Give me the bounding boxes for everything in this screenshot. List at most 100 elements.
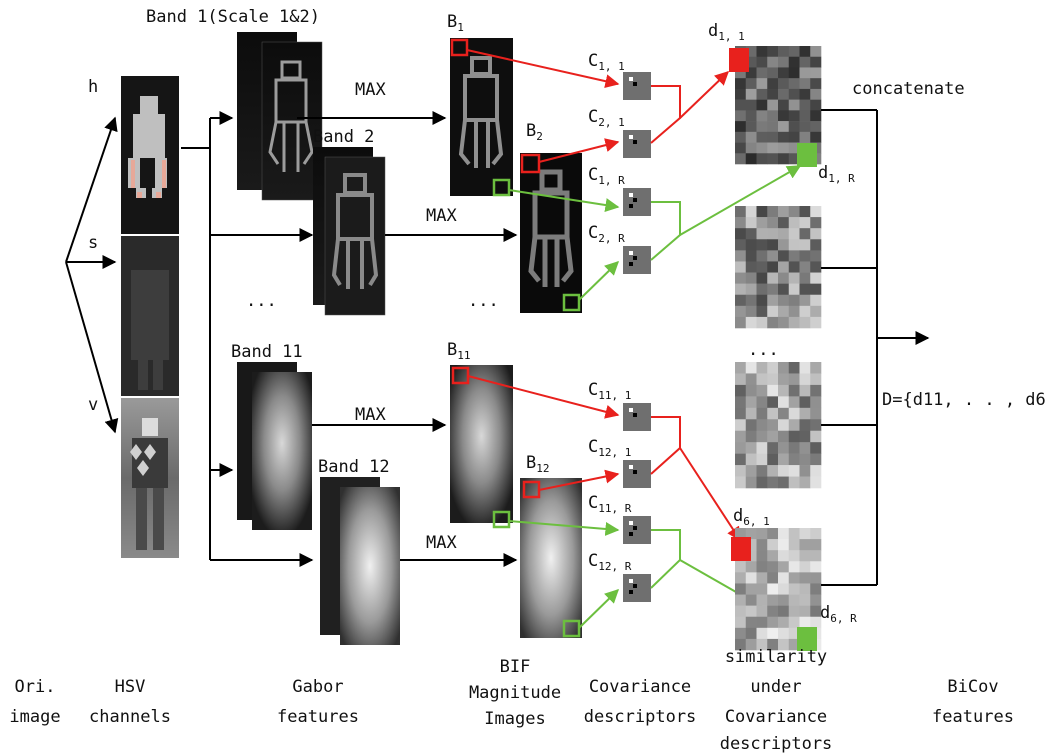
label-d61: d6, 1 — [733, 506, 770, 528]
matrix-cell — [767, 46, 779, 58]
bif-image-b1 — [450, 38, 513, 197]
matrix-cell — [756, 110, 768, 122]
band11-label: Band 11 — [231, 342, 303, 362]
matrix-cell — [799, 316, 811, 329]
matrix-cell — [767, 261, 779, 273]
matrix-cell — [788, 453, 800, 466]
matrix-cell — [745, 88, 757, 100]
matrix-cell — [767, 442, 779, 454]
matrix-cell — [778, 239, 790, 251]
label-c111: C11, 1 — [588, 380, 631, 402]
stage-hsv-1: HSV — [115, 677, 146, 697]
matrix-cell — [810, 373, 822, 386]
matrix-cell — [767, 594, 779, 606]
matrix-cell — [767, 206, 779, 218]
band12-label: Band 12 — [318, 457, 390, 477]
matrix-cell — [735, 153, 747, 165]
matrix-cell — [799, 407, 811, 420]
matrix-cell — [767, 294, 779, 307]
matrix-cell — [767, 627, 779, 640]
matrix-cell — [778, 442, 790, 454]
matrix-cell — [778, 56, 790, 68]
stage-cov-1: Covariance — [589, 677, 691, 697]
matrix-cell — [788, 78, 800, 90]
matrix-cell — [735, 131, 747, 143]
matrix-cell — [756, 528, 768, 540]
matrix-cell — [735, 384, 747, 397]
matrix-cell — [799, 110, 811, 122]
matrix-cell — [735, 572, 747, 584]
matrix-cell — [735, 627, 747, 640]
matrix-cell — [788, 294, 800, 307]
d1r-marker — [797, 143, 817, 167]
matrix-cell — [778, 67, 790, 79]
matrix-cell — [735, 250, 747, 262]
matrix-cell — [810, 528, 822, 540]
matrix-ellipsis: ... — [748, 340, 779, 360]
matrix-cell — [745, 550, 757, 562]
matrix-cell — [756, 121, 768, 133]
stage-bicov-2: features — [932, 707, 1014, 727]
matrix-cell — [756, 239, 768, 251]
matrix-cell — [735, 228, 747, 240]
matrix-cell — [778, 206, 790, 218]
matrix-cell — [788, 442, 800, 454]
matrix-cell — [778, 250, 790, 262]
matrix-cell — [735, 217, 747, 229]
matrix-cell — [745, 46, 757, 58]
matrix-cell — [799, 121, 811, 133]
matrix-cell — [778, 294, 790, 307]
matrix-cell — [799, 250, 811, 262]
matrix-cell — [745, 110, 757, 122]
matrix-cell — [735, 605, 747, 618]
cov-tiles — [623, 72, 651, 602]
matrix-cell — [756, 419, 768, 432]
matrix-cell — [788, 476, 800, 489]
matrix-cell — [778, 594, 790, 606]
cov-tile-c2r — [623, 246, 651, 274]
label-h: h — [88, 77, 98, 97]
matrix-cell — [756, 442, 768, 454]
max-label-2: MAX — [426, 206, 457, 226]
matrix-cell — [745, 594, 757, 606]
stage-bif-3: Images — [484, 709, 545, 729]
cov-tile-c21 — [623, 130, 651, 158]
matrix-cell — [745, 453, 757, 466]
matrix-cell — [799, 442, 811, 454]
matrix-cell — [788, 528, 800, 540]
matrix-cell — [745, 396, 757, 409]
stage-hsv-2: channels — [89, 707, 171, 727]
matrix-cell — [756, 476, 768, 489]
matrix-cell — [735, 453, 747, 466]
matrix-cell — [799, 550, 811, 562]
stage-sim-2: under — [750, 677, 801, 697]
matrix-cell — [788, 56, 800, 68]
matrix-cell — [778, 283, 790, 296]
matrix-cell — [767, 419, 779, 432]
matrix-cell — [745, 67, 757, 79]
matrix-cell — [735, 88, 747, 100]
band1-label: Band 1(Scale 1&2) — [146, 7, 320, 27]
matrix-cell — [778, 465, 790, 477]
matrix-cell — [810, 110, 822, 122]
matrix-cell — [788, 67, 800, 79]
region-to-cov-arrows — [466, 49, 620, 629]
matrix-cell — [756, 616, 768, 629]
hsv-channels: h s v — [88, 76, 179, 558]
matrix-cell — [767, 373, 779, 386]
matrix-cell — [735, 99, 747, 111]
similarity-matrix-2 — [735, 206, 822, 329]
matrix-cell — [745, 78, 757, 90]
max-arrows — [297, 111, 518, 567]
matrix-cell — [810, 46, 822, 58]
band2-label: Band 2 — [313, 127, 374, 147]
matrix-cell — [745, 442, 757, 454]
matrix-cell — [767, 465, 779, 477]
matrix-cell — [778, 362, 790, 374]
similarity-matrix-4 — [735, 528, 822, 651]
matrix-cell — [745, 373, 757, 386]
max-label-4: MAX — [426, 533, 457, 553]
gabor-band-11 — [237, 362, 312, 530]
matrix-cell — [810, 250, 822, 262]
similarity-matrices — [729, 46, 822, 651]
